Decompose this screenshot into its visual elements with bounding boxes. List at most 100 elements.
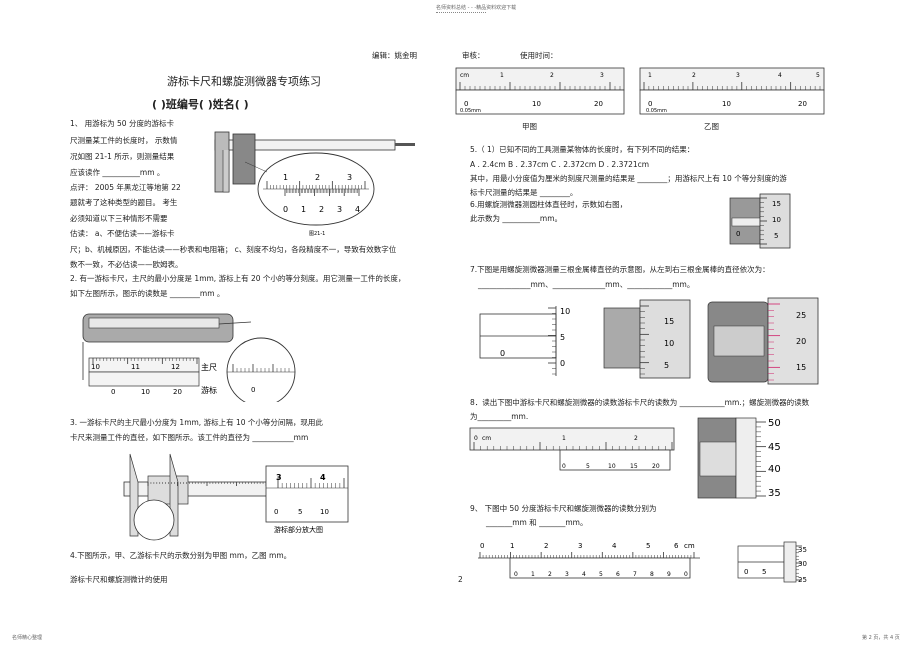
q6-sleeve-0: 0: [736, 230, 740, 238]
q1-line-1: 1、 用游标为 50 分度的游标卡: [70, 119, 174, 128]
q1-scale-bottom-3: 3: [337, 205, 342, 214]
jia-vernier-0: 0: [464, 100, 468, 108]
q9-top-0: 0: [480, 542, 484, 550]
q1-scale-bottom-2: 2: [319, 205, 324, 214]
q8-line-1: 8．读出下图中游标卡尺和螺旋测微器的读数游标卡尺的读数为 ___________…: [470, 398, 810, 407]
q9-vernier-label: 1: [531, 571, 535, 578]
jia-caption: 甲图: [522, 122, 537, 131]
q2-line-1: 2. 有一游标卡尺，主尺的最小分度是 1mm, 游标上有 20 个小的等分刻度。…: [70, 274, 406, 283]
q9-micrometer: 35 30 25 0 5: [737, 541, 807, 584]
q8-bottom-15: 15: [630, 463, 638, 470]
q9-micro-5: 5: [762, 568, 766, 576]
q1-fig-label: 图21-1: [309, 231, 325, 237]
footer-doc-title: 游标卡尺和螺旋测微计的使用: [70, 575, 168, 584]
q8-micro-40: 40: [768, 464, 781, 475]
q9-line-2: _______mm 和 _______mm。: [486, 518, 588, 527]
q1-scale-top-1: 1: [283, 173, 288, 182]
q8-bottom-20: 20: [652, 463, 660, 470]
q3-line-1: 3. 一游标卡尺的主尺最小分度为 1mm, 游标上有 10 个小等分间隔，现用此: [70, 418, 323, 427]
header-top-note: 名师资料总结 - - -精品资料欢迎下载: [436, 5, 517, 11]
q1-caliper-figure: 1 2 3 0 1 2 3 4 图21-1: [214, 131, 415, 237]
q8-bottom-10: 10: [608, 463, 616, 470]
q9-vernier-label: 9: [667, 571, 671, 578]
footer-left-note: 名师精心整理: [12, 635, 43, 641]
jia-vernier-20: 20: [594, 100, 603, 108]
q9-micro-25: 25: [798, 576, 807, 584]
header-divider: [436, 12, 486, 13]
q7-f1-0-left: 0: [500, 349, 505, 358]
q2-zoom-label-vernier: 游标: [201, 385, 217, 395]
q7-f1-0-right: 0: [560, 359, 565, 368]
q8-line-2: 为_________mm.: [470, 412, 529, 421]
yi-precision: 0.05mm: [646, 108, 667, 114]
q8-top-1: 1: [562, 435, 566, 442]
q1-scale-bottom-0: 0: [283, 205, 288, 214]
jia-top-1: 1: [500, 72, 504, 79]
q5-line-2: A . 2.4cm B . 2.37cm C . 2.372cm D . 2.3…: [470, 160, 650, 169]
q1-scale-top-2: 2: [315, 173, 320, 182]
q9-micro-30: 30: [798, 560, 807, 568]
yi-caption: 乙图: [704, 122, 719, 131]
q1-line-7: 必须知道以下三种情形不需要: [70, 214, 168, 223]
q7-f1-10: 10: [560, 307, 570, 316]
q7-f2-5: 5: [664, 361, 669, 370]
q2-zoom-num-0: 0: [251, 386, 255, 394]
q1-scale-bottom-1: 1: [301, 205, 306, 214]
q7-f3-15: 15: [796, 363, 806, 372]
q6-line-1: 6.用螺旋测微器测圆柱体直径时，示数如右图，: [470, 200, 628, 209]
q2-line-2: 如下左图所示，图示的读数是 ________mm 。: [70, 289, 225, 298]
q5-line-4: 标卡尺测量的结果是 ________。: [470, 188, 578, 197]
q8-bottom-0: 0: [562, 463, 566, 470]
q9-vernier-label: 4: [582, 571, 586, 578]
q9-top-cm: cm: [684, 542, 695, 550]
q1-scale-bottom-4: 4: [355, 205, 360, 214]
q3-line-2: 卡尺来测量工件的直径，如下图所示。该工件的直径为 ___________mm: [70, 433, 309, 442]
q7-micrometers: 10 5 0 0 15 10 5 25 20 15: [479, 297, 819, 385]
q8-bottom-5: 5: [586, 463, 590, 470]
q1-line-5: 点评： 2005 年黑龙江等地第 22: [70, 183, 181, 192]
q2-main-11: 11: [131, 363, 140, 371]
jia-top-3: 3: [600, 72, 604, 79]
q2-vernier-0: 0: [111, 388, 115, 396]
q3-vernier-5: 5: [298, 508, 302, 516]
q9-vernier-label: 6: [616, 571, 620, 578]
q5-line-3: 其中，用最小分度值为厘米的刻度尺测量的结果是 ________；用游标尺上有 1…: [470, 174, 787, 183]
yi-top-4: 4: [778, 72, 782, 79]
q7-f3-25: 25: [796, 311, 806, 320]
q6-thimble-5: 5: [774, 232, 778, 240]
q2-vernier-20: 20: [173, 388, 182, 396]
q9-top-3: 3: [578, 542, 582, 550]
q1-line-4: 应该读作 __________mm 。: [70, 168, 165, 177]
q4-text: 4.下图所示，甲、乙游标卡尺的示数分别为甲图 mm，乙图 mm。: [70, 551, 292, 560]
editor-label: 编辑：姚金明: [372, 51, 417, 60]
q9-line-1: 9、 下图中 50 分度游标卡尺和螺旋测微器的读数分别为: [470, 504, 657, 513]
q8-micro-35: 35: [768, 488, 781, 499]
q9-top-6: 6: [674, 542, 679, 550]
q6-thimble-15: 15: [772, 200, 781, 208]
q3-scale-4: 4: [320, 473, 326, 482]
q8-micro-50: 50: [768, 418, 781, 429]
q1-scale-top-3: 3: [347, 173, 352, 182]
q8-top-0: 0: [474, 435, 478, 442]
q7-f2-15: 15: [664, 317, 674, 326]
q3-caliper-figure: 3 4 0 5 10 游标部分放大图: [123, 453, 349, 541]
q9-vernier-label: 0: [684, 571, 688, 578]
jia-vernier-10: 10: [532, 100, 541, 108]
q9-top-1: 1: [510, 542, 514, 550]
yi-vernier-10: 10: [722, 100, 731, 108]
q2-zoom-label-main: 主尺: [201, 362, 217, 372]
jia-top-2: 2: [550, 72, 554, 79]
q9-vernier-label: 0: [514, 571, 518, 578]
q1-line-8: 估读： a、不便估读——游标卡: [70, 229, 175, 238]
q6-thimble-10: 10: [772, 216, 781, 224]
q8-top-2: 2: [634, 435, 638, 442]
class-name-line: ( )班编号( )姓名( ): [152, 98, 249, 111]
q9-vernier-label: 8: [650, 571, 654, 578]
yi-top-2: 2: [692, 72, 696, 79]
q1-line-3: 况如图 21-1 所示，则测量结果: [70, 152, 175, 161]
page-number: 2: [458, 575, 463, 584]
reviewer-label: 审核：: [462, 51, 485, 60]
q1-line-9: 尺；b、机械原因，不能估读——秒表和电阻箱； c、刻度不均匀，各段精度不一，导致…: [70, 245, 397, 254]
q3-scale-3: 3: [276, 473, 282, 482]
